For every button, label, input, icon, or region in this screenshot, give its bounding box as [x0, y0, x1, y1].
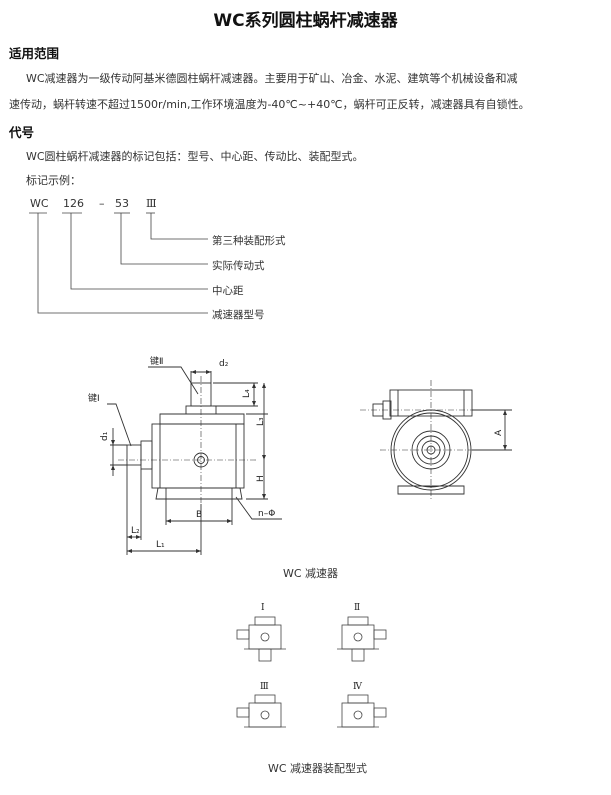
section-heading-code: 代号: [9, 125, 35, 140]
caption-assembly: WC 减速器装配型式: [268, 762, 368, 775]
assembly-label-2: Ⅱ: [354, 603, 360, 613]
label-h: H: [256, 475, 266, 482]
code-line-1: WC圆柱蜗杆减速器的标记包括：型号、中心距、传动比、装配型式。: [26, 150, 364, 163]
label-d1: d₁: [100, 431, 110, 441]
designation-dash: –: [99, 197, 105, 210]
assembly-label-4: Ⅳ: [353, 682, 363, 692]
scope-line-2: 速传动，蜗杆转速不超过1500r/min,工作环境温度为-40℃~+40℃，蜗杆…: [9, 98, 530, 111]
label-key-1: 键Ⅰ: [88, 392, 100, 404]
annotation-transmission: 实际传动式: [212, 260, 265, 272]
annotation-assembly-form: 第三种装配形式: [212, 235, 286, 247]
annotation-model: 减速器型号: [212, 309, 265, 321]
label-n-phi: n–Φ: [258, 509, 275, 519]
label-l4: L₄: [242, 389, 252, 398]
label-b: B: [196, 510, 202, 520]
annotation-center-distance: 中心距: [212, 285, 244, 297]
assembly-form-4: [337, 694, 387, 728]
label-l2: L₂: [131, 526, 140, 536]
assembly-label-1: Ⅰ: [261, 603, 265, 613]
side-view: [360, 380, 512, 500]
label-a: A: [494, 429, 504, 436]
assembly-form-3: [236, 694, 286, 728]
assembly-form-2: [337, 616, 387, 662]
housing-base: [155, 487, 243, 500]
label-key-2: 键Ⅱ: [150, 355, 163, 367]
assembly-label-3: Ⅲ: [260, 682, 269, 692]
input-shaft: [126, 444, 142, 466]
page-title: WC系列圆柱蜗杆减速器: [213, 11, 398, 31]
label-d2: d₂: [219, 359, 229, 369]
scope-line-1: WC减速器为一级传动阿基米德圆柱蜗杆减速器。主要用于矿山、冶金、水泥、建筑等个机…: [26, 72, 518, 85]
designation-ratio: 53: [115, 197, 129, 210]
code-line-2: 标记示例：: [26, 174, 81, 187]
assembly-form-1: [236, 616, 286, 662]
designation-center-distance: 126: [63, 197, 84, 210]
designation-model: WC: [30, 197, 49, 210]
label-l3: L₃: [256, 417, 266, 426]
caption-main-drawing: WC 减速器: [283, 567, 339, 580]
label-l1: L₁: [156, 540, 165, 550]
section-heading-scope: 适用范围: [9, 46, 60, 61]
designation-assembly: Ⅲ: [146, 197, 157, 210]
